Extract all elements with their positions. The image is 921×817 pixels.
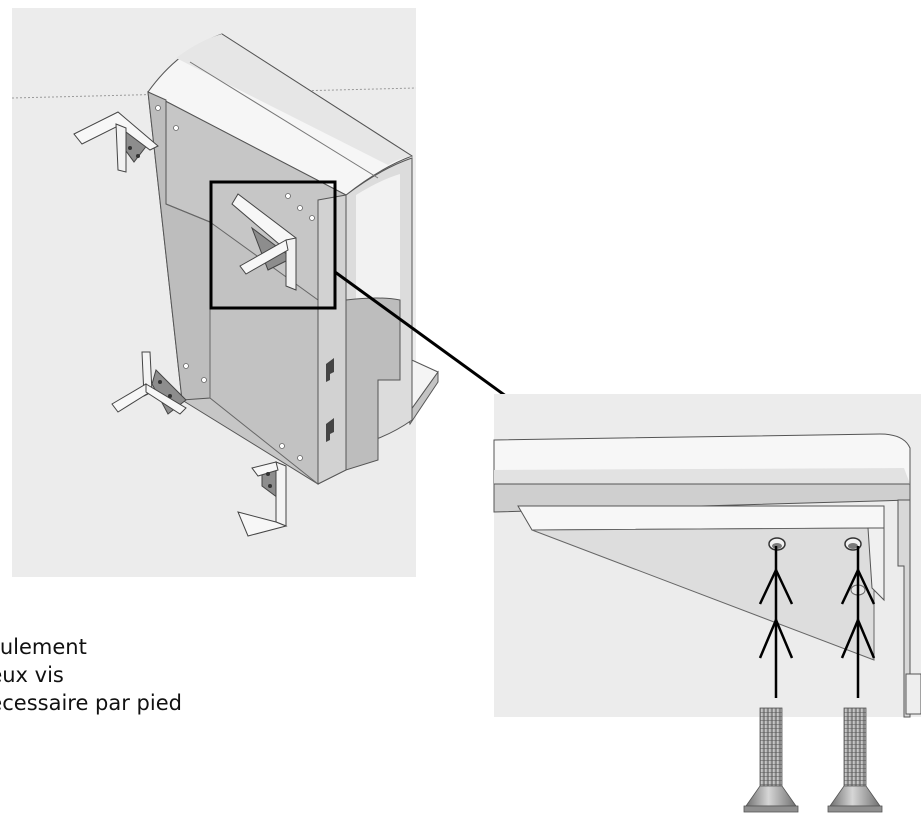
caption-line-3: nécessaire par pied [0,691,182,715]
screw-holes [155,105,315,461]
callout-box [209,180,337,310]
bracket-top-left [73,111,159,173]
overview-scene [11,8,439,577]
horizon-line [11,87,417,99]
screw-icon-right [827,707,883,813]
detail-view [493,394,921,718]
insertion-arrow-right [840,546,876,698]
caption-line-2: deux vis [0,663,64,687]
screw-icon-left [743,707,799,813]
caption-line-1: seulement [0,635,87,659]
model-top [147,33,414,196]
detail-bracket [517,505,885,661]
caption-text: seulement deux vis nécessaire par pied [0,633,300,717]
bracket-bottom-center [237,461,288,537]
detail-right-post [897,499,911,718]
bracket-bottom-left [111,351,187,415]
clips [326,358,334,442]
model-right-side [345,157,413,471]
bracket-mounted [231,193,297,291]
insertion-arrow-left [758,546,794,698]
